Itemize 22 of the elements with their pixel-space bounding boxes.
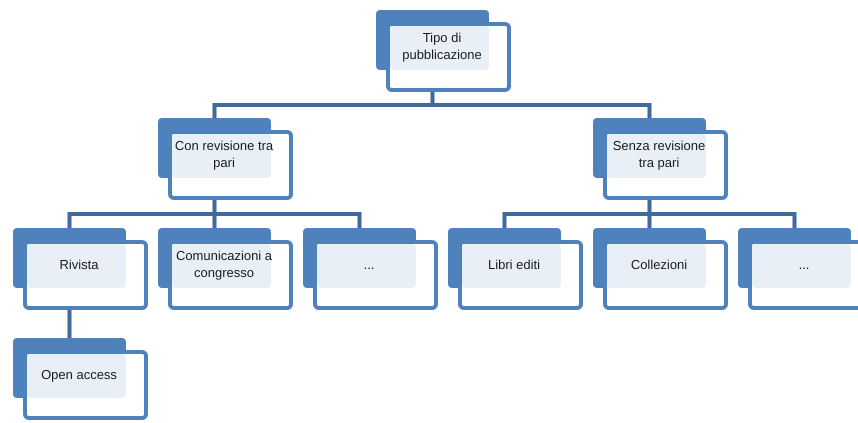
node-label: Tipo di pubblicazione xyxy=(401,29,483,63)
node-label: Rivista xyxy=(59,256,98,272)
node-label: Senza revisione tra pari xyxy=(612,137,706,171)
node-label: ... xyxy=(798,256,810,272)
node-box xyxy=(13,338,148,420)
connector-line xyxy=(430,92,652,118)
node-box xyxy=(13,228,148,310)
node-label: ... xyxy=(364,256,374,272)
node-box xyxy=(158,228,293,310)
node-box xyxy=(448,228,583,310)
node-label: Collezioni xyxy=(630,256,688,272)
node-label: Comunicazioni a congresso xyxy=(174,247,274,281)
node-label: Libri editi xyxy=(488,256,540,272)
node-box xyxy=(158,118,293,200)
node-box xyxy=(593,118,728,200)
node-box xyxy=(376,10,511,92)
node-box xyxy=(303,228,438,310)
connector-line xyxy=(68,310,72,338)
node-box xyxy=(738,228,858,310)
node-box xyxy=(593,228,728,310)
node-label: Con revisione tra pari xyxy=(174,137,274,171)
node-label: Open access xyxy=(41,366,117,382)
